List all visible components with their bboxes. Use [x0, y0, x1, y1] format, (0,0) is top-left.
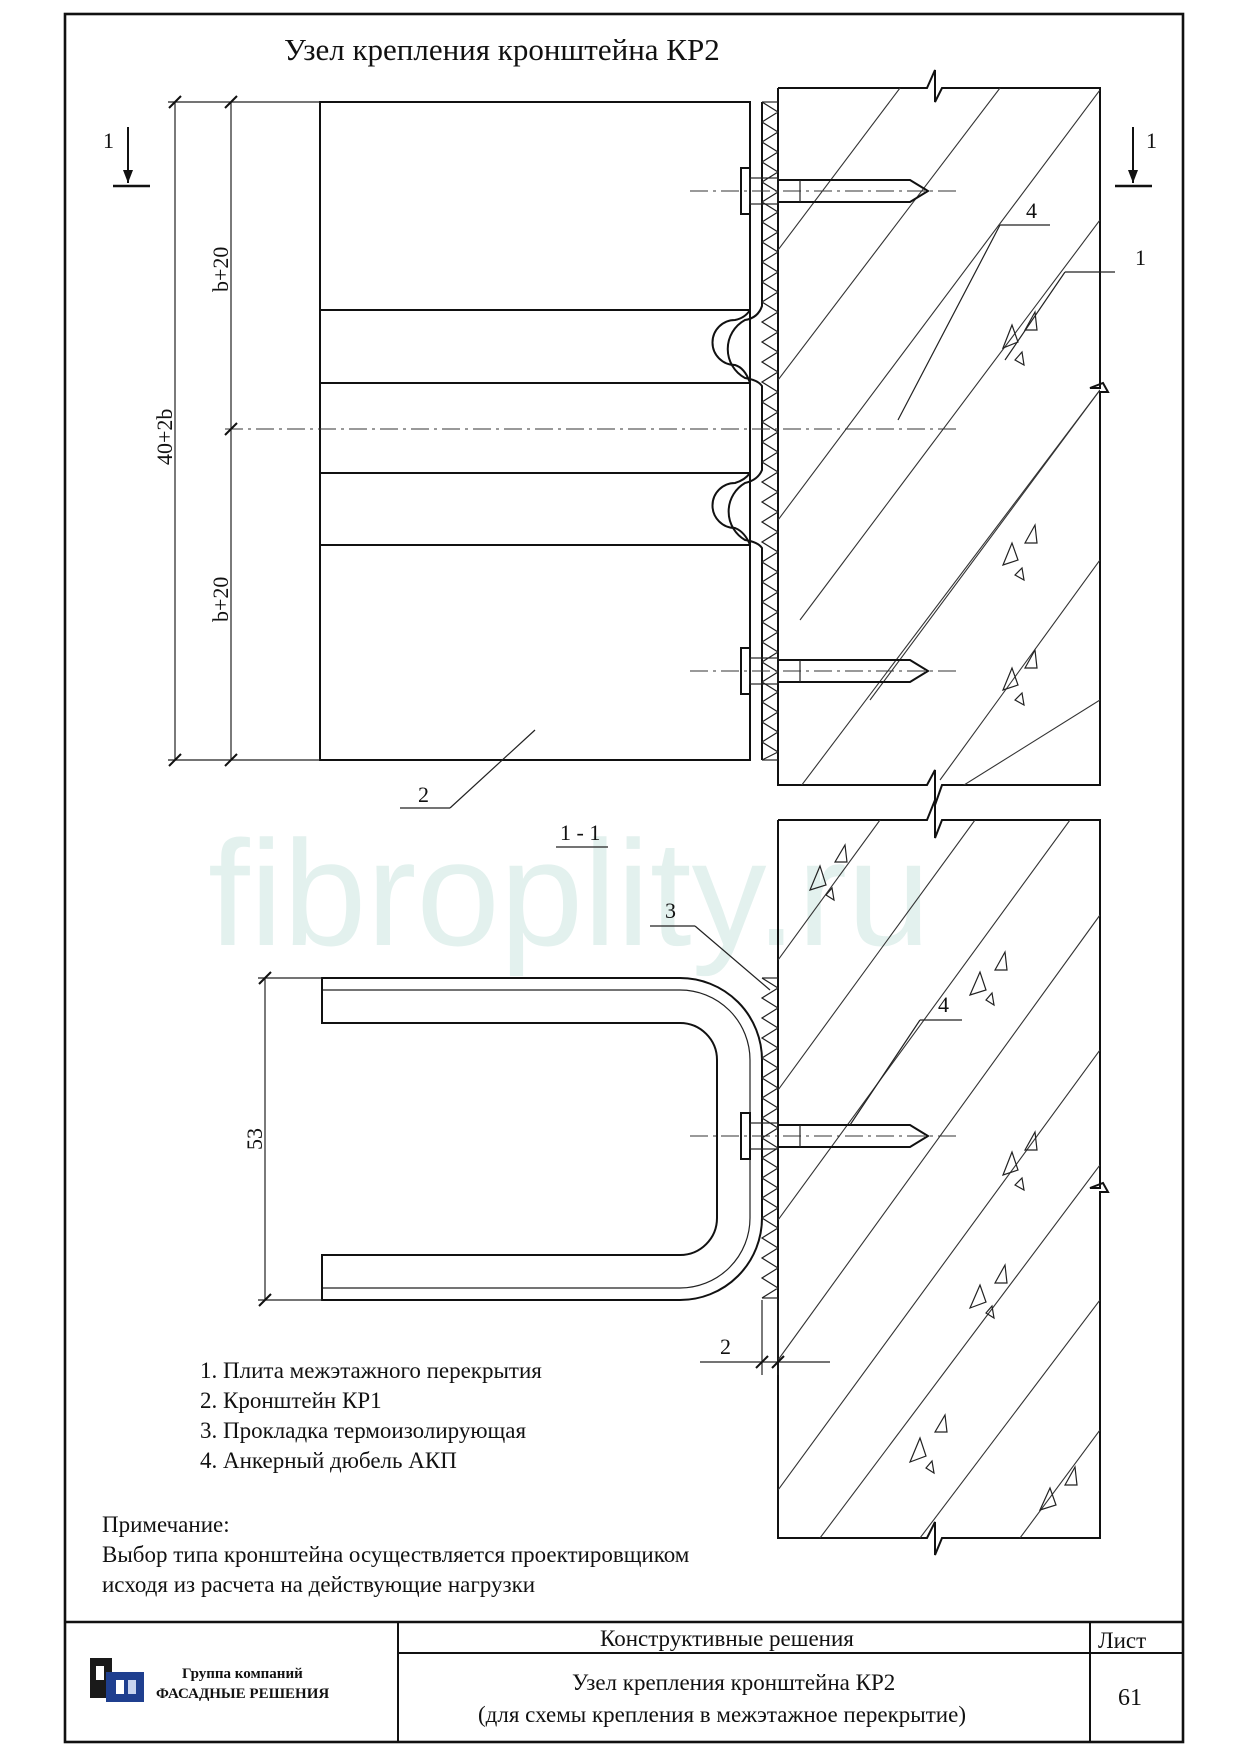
- callout-gasket-label: 3: [665, 898, 676, 923]
- title-block: Группа компаний ФАСАДНЫЕ РЕШЕНИЯ Констру…: [65, 1620, 1183, 1742]
- legend-item-4: 4. Анкерный дюбель АКП: [200, 1448, 457, 1473]
- bracket-section: [321, 977, 780, 1301]
- sheet-label: Лист: [1098, 1628, 1146, 1653]
- note-line-2: исходя из расчета на действующие нагрузк…: [102, 1572, 535, 1597]
- legend-item-1: 1. Плита межэтажного перекрытия: [200, 1358, 542, 1383]
- anchor-section: [690, 1112, 960, 1160]
- dimension-segments: b+20 b+20: [208, 95, 238, 767]
- sheet-number: 61: [1118, 1685, 1142, 1711]
- legend: 1. Плита межэтажного перекрытия 2. Кронш…: [200, 1358, 542, 1473]
- dimension-upper-label: b+20: [208, 247, 233, 292]
- callout-anchor-top-label: 4: [1026, 198, 1037, 223]
- callout-anchor-section: 4: [849, 992, 962, 1126]
- section-marker-left-label: 1: [103, 128, 114, 153]
- callout-anchor-top: 4: [897, 198, 1050, 421]
- dimension-depth-label: 53: [242, 1128, 267, 1150]
- dimension-lower-label: b+20: [208, 577, 233, 622]
- title-block-title-line-1: Узел крепления кронштейна КР2: [572, 1670, 895, 1695]
- note: Примечание: Выбор типа кронштейна осущес…: [102, 1512, 690, 1597]
- dimension-gasket-label: 2: [720, 1334, 731, 1359]
- note-title: Примечание:: [102, 1512, 230, 1537]
- slab-top: [777, 69, 1110, 806]
- title-block-section: Конструктивные решения: [600, 1626, 854, 1651]
- dimension-total-label: 40+2b: [152, 409, 177, 465]
- sheet-frame: [63, 12, 1185, 1744]
- title-block-title-line-2: (для схемы крепления в межэтажное перекр…: [478, 1702, 966, 1727]
- callout-slab: 1: [1004, 245, 1146, 361]
- company-name-line-2: ФАСАДНЫЕ РЕШЕНИЯ: [156, 1686, 329, 1702]
- drawing-title: Узел крепления кронштейна КР2: [284, 32, 720, 67]
- callout-bracket-label: 2: [418, 782, 429, 807]
- section-marker-right-label: 1: [1146, 128, 1157, 153]
- section-marker-right: 1: [1115, 127, 1157, 188]
- callout-anchor-section-label: 4: [938, 992, 949, 1017]
- legend-item-3: 3. Прокладка термоизолирующая: [200, 1418, 526, 1443]
- company-logo-icon: [90, 1658, 144, 1702]
- callout-gasket: 3: [650, 898, 771, 991]
- anchor-top-upper: [690, 167, 960, 215]
- legend-item-2: 2. Кронштейн КР1: [200, 1388, 382, 1413]
- section-marker-left: 1: [103, 127, 150, 188]
- dimension-bracket-depth: 53: [242, 971, 322, 1307]
- callout-slab-label: 1: [1135, 245, 1146, 270]
- note-line-1: Выбор типа кронштейна осуществляется про…: [102, 1542, 690, 1567]
- company-name-line-1: Группа компаний: [182, 1666, 303, 1682]
- dimension-gasket: 2: [700, 1300, 830, 1375]
- anchor-top-lower: [690, 647, 960, 695]
- dimension-total-height: 40+2b: [152, 95, 320, 767]
- callout-bracket: 2: [400, 729, 536, 809]
- section-title: 1 - 1: [560, 820, 600, 845]
- bracket-front-view: [319, 101, 780, 761]
- watermark: fibroplity.ru: [208, 809, 930, 977]
